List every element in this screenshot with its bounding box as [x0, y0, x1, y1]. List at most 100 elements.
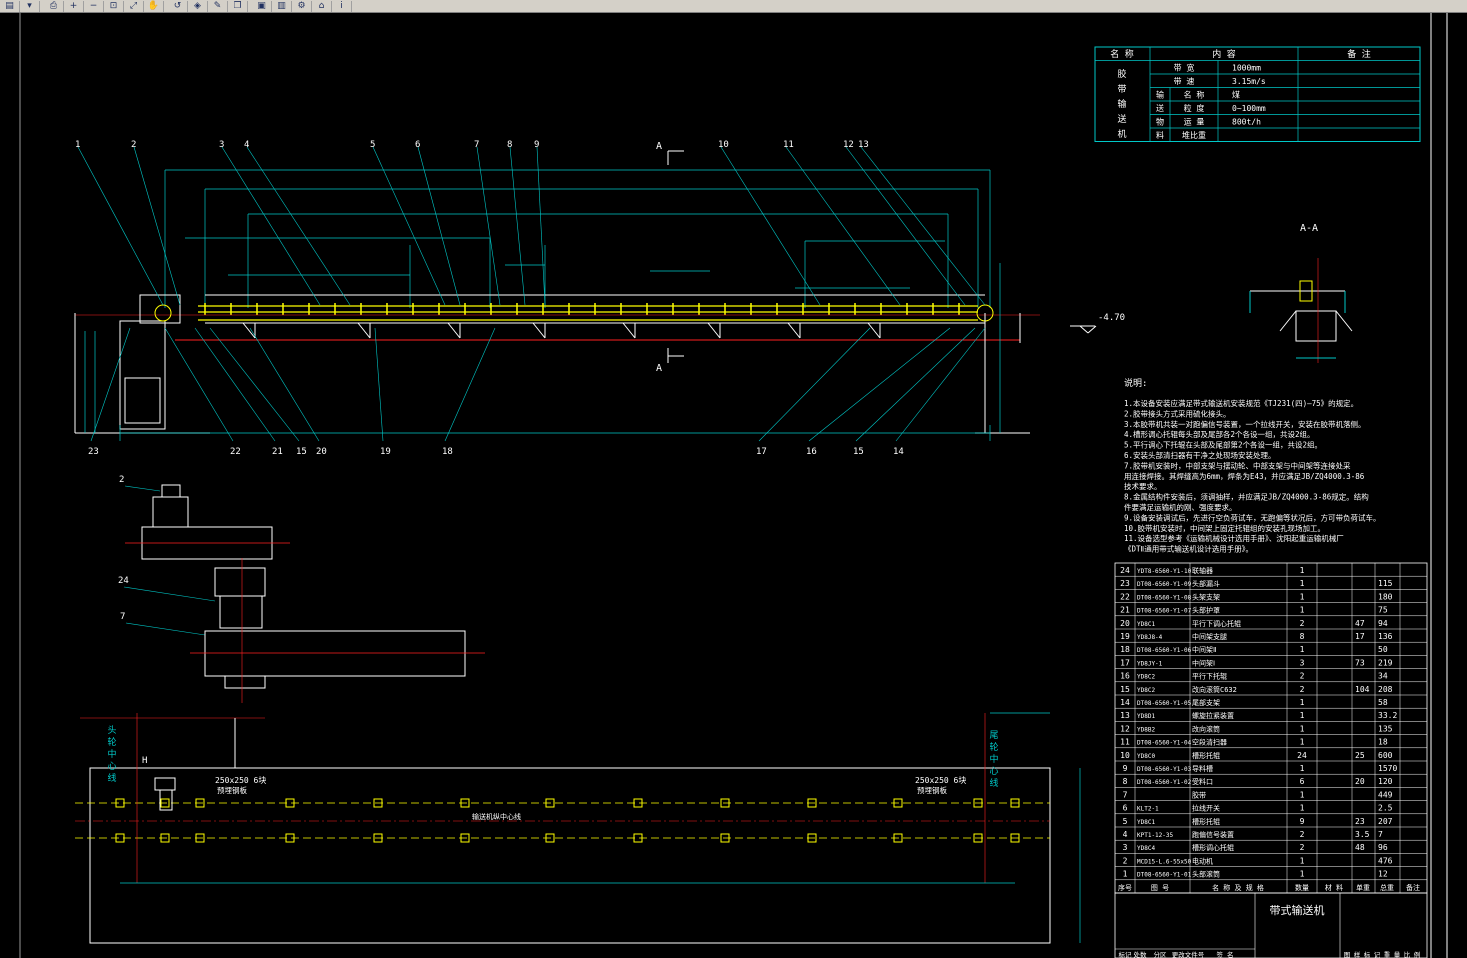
note-line: 技术要求。: [1124, 481, 1162, 491]
callout-number: 2: [131, 140, 136, 150]
head-centerline-char: 心: [107, 761, 116, 772]
title-block-label: 标: [1364, 950, 1371, 958]
bom-code: YD8C1: [1137, 819, 1155, 826]
bom-code: YD8B2: [1137, 726, 1155, 733]
elevation-label: -4.70: [1098, 313, 1125, 323]
note-line: 6.安装头部清扫器有干净之处现场安装处理。: [1124, 450, 1276, 460]
callout-number: 10: [718, 140, 729, 150]
embedded-plate: [807, 798, 817, 808]
bom-qty: 2: [1300, 843, 1305, 852]
spec-group-char: 输: [1156, 90, 1164, 100]
bom-qty: 1: [1300, 856, 1305, 865]
bom-total-weight: 219: [1378, 658, 1393, 667]
print-icon[interactable]: ⎙: [44, 0, 64, 12]
bom-name: 胶带: [1192, 790, 1206, 799]
callout-number: 23: [88, 447, 99, 457]
spec-name-char: 胶: [1117, 68, 1126, 80]
menu-icon[interactable]: ▤: [0, 0, 20, 12]
bom-name: 改向滚筒C632: [1192, 685, 1237, 694]
callout-number: 18: [442, 447, 453, 457]
tail-centerline-char: 尾: [989, 730, 998, 741]
help-icon[interactable]: i: [332, 0, 352, 12]
bom-qty: 1: [1300, 724, 1305, 733]
embedded-plate: [115, 833, 125, 843]
bom-no: 2: [1123, 856, 1128, 865]
bom-no: 17: [1120, 658, 1130, 667]
zoom-in-icon[interactable]: +: [64, 0, 84, 12]
zoom-window-icon[interactable]: ⊡: [104, 0, 124, 12]
embedded-plate: [460, 833, 470, 843]
callout-number: 13: [858, 140, 869, 150]
properties-icon[interactable]: ⚙: [292, 0, 312, 12]
bom-name: 拉线开关: [1192, 804, 1220, 813]
note-line: 10.胶带机安装时，中间架上固定托辊组的安装孔现场加工。: [1124, 523, 1325, 533]
plan-view: [75, 712, 1081, 944]
embedded-plate: [973, 833, 983, 843]
bom-name: 头部护罩: [1192, 606, 1220, 615]
bom-header: 总重: [1380, 883, 1394, 892]
support-leg: [787, 322, 801, 339]
bom-code: YD8C1: [1137, 621, 1155, 628]
title-block-label: 签 名: [1217, 950, 1234, 958]
bom-no: 18: [1120, 645, 1130, 654]
highlight-icon[interactable]: ✎: [208, 0, 228, 12]
home-icon[interactable]: ⌂: [312, 0, 332, 12]
embedded-plate: [545, 798, 555, 808]
bom-total-weight: 208: [1378, 685, 1393, 694]
zoom-previous-icon[interactable]: ↺: [168, 0, 188, 12]
callout-number: 3: [219, 140, 224, 150]
window-icon[interactable]: ▣: [252, 0, 272, 12]
dropdown-arrow-icon[interactable]: ▾: [20, 0, 40, 12]
bom-name: 中间架Ⅱ: [1192, 645, 1216, 654]
zoom-out-icon[interactable]: −: [84, 0, 104, 12]
callout-number: 4: [244, 140, 249, 150]
callout-number: 6: [415, 140, 420, 150]
bom-no: 16: [1120, 672, 1130, 681]
spec-group-char: 送: [1156, 103, 1164, 113]
note-line: 8.金属结构件安装后，须调抽样，并应满足JB/ZQ4000.3-86规定。结构: [1124, 492, 1369, 502]
bom-name: 联轴器: [1192, 566, 1213, 575]
copy-icon[interactable]: ❐: [228, 0, 248, 12]
title-block-label: 图: [1344, 951, 1351, 958]
bom-code: DT08-6560-Y1-09: [1137, 581, 1192, 588]
bom-header: 名 称 及 规 格: [1212, 883, 1264, 892]
bom-qty: 1: [1300, 790, 1305, 799]
bom-name: 跑偏信号装置: [1192, 830, 1234, 839]
title-block-label: 样: [1354, 950, 1361, 958]
section-label-top: A: [656, 141, 662, 152]
bom-header: 数量: [1295, 883, 1309, 892]
callout-number: 15: [296, 447, 307, 457]
callout-number: 21: [272, 447, 283, 457]
bom-total-weight: 34: [1378, 672, 1388, 681]
pan-icon[interactable]: ✋: [144, 0, 164, 12]
bom-qty: 1: [1300, 764, 1305, 773]
spec-name-char: 带: [1117, 84, 1126, 95]
callout-number: 5: [370, 140, 375, 150]
zoom-extents-icon[interactable]: ⤢: [124, 0, 144, 12]
spec-header-remark: 备 注: [1347, 48, 1370, 60]
bom-name: 中间架Ⅰ: [1192, 658, 1215, 667]
bom-name: 槽形托辊: [1192, 751, 1220, 760]
bom-name: 头部漏斗: [1192, 579, 1220, 588]
title-block-label: 标记: [1119, 950, 1133, 958]
bom-name: 平行下调心托辊: [1192, 619, 1241, 628]
section-view: [1249, 258, 1353, 363]
bom-name: 受料口: [1192, 777, 1213, 786]
callout-leaders: [77, 146, 986, 636]
bom-qty: 9: [1300, 817, 1305, 826]
bom-total-weight: 75: [1378, 606, 1388, 615]
support-leg: [242, 322, 256, 339]
bom-qty: 2: [1300, 830, 1305, 839]
bom-header: 备注: [1406, 883, 1420, 892]
bom-total-weight: 96: [1378, 843, 1388, 852]
bom-code: DT08-6560-Y1-08: [1137, 594, 1192, 601]
bom-name: 空段清扫器: [1192, 738, 1227, 747]
layer-icon[interactable]: ◈: [188, 0, 208, 12]
bom-code: YD8C4: [1137, 845, 1155, 852]
bom-no: 9: [1123, 764, 1128, 773]
tile-icon[interactable]: ▥: [272, 0, 292, 12]
bom-no: 21: [1120, 606, 1130, 615]
